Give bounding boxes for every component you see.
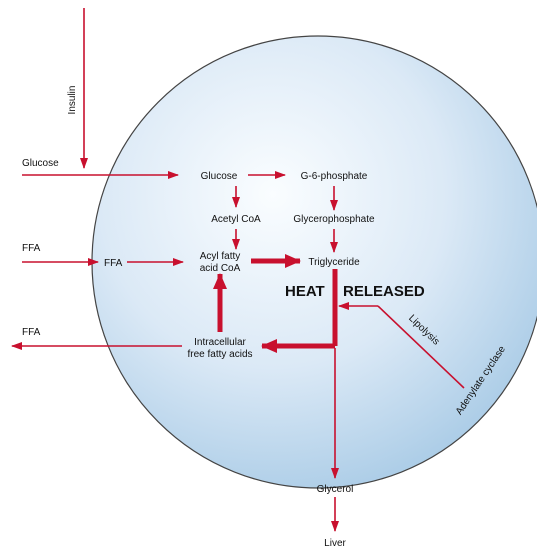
acetyl-coa-label: Acetyl CoA: [211, 214, 261, 225]
intracellular-ffa-label-line1: Intracellular: [194, 337, 246, 348]
adenylate-cyclase-line: [377, 305, 465, 389]
thin-arrows: [11, 8, 465, 532]
ffa-input-label: FFA: [22, 243, 41, 254]
insulin-label: Insulin: [67, 86, 78, 115]
glucose-input-label: Glucose: [22, 158, 59, 169]
acyl-fatty-acid-coa-label-line2: acid CoA: [200, 263, 241, 274]
ffa-inner-label: FFA: [104, 258, 123, 269]
liver-label: Liver: [324, 538, 346, 549]
acyl-fatty-acid-coa-label-line1: Acyl fatty: [200, 251, 241, 262]
intracellular-ffa-label-line2: free fatty acids: [187, 349, 252, 360]
thick-arrows: [213, 254, 338, 353]
glucose-cell-label: Glucose: [201, 171, 238, 182]
glycerol-label: Glycerol: [317, 484, 354, 495]
g6p-label: G-6-phosphate: [301, 171, 368, 182]
triglyceride-label: Triglyceride: [308, 257, 360, 268]
heat-label: HEAT: [285, 283, 325, 300]
ffa-output-label: FFA: [22, 327, 41, 338]
released-label: RELEASED: [343, 283, 425, 300]
glycerophosphate-label: Glycerophosphate: [293, 214, 375, 225]
